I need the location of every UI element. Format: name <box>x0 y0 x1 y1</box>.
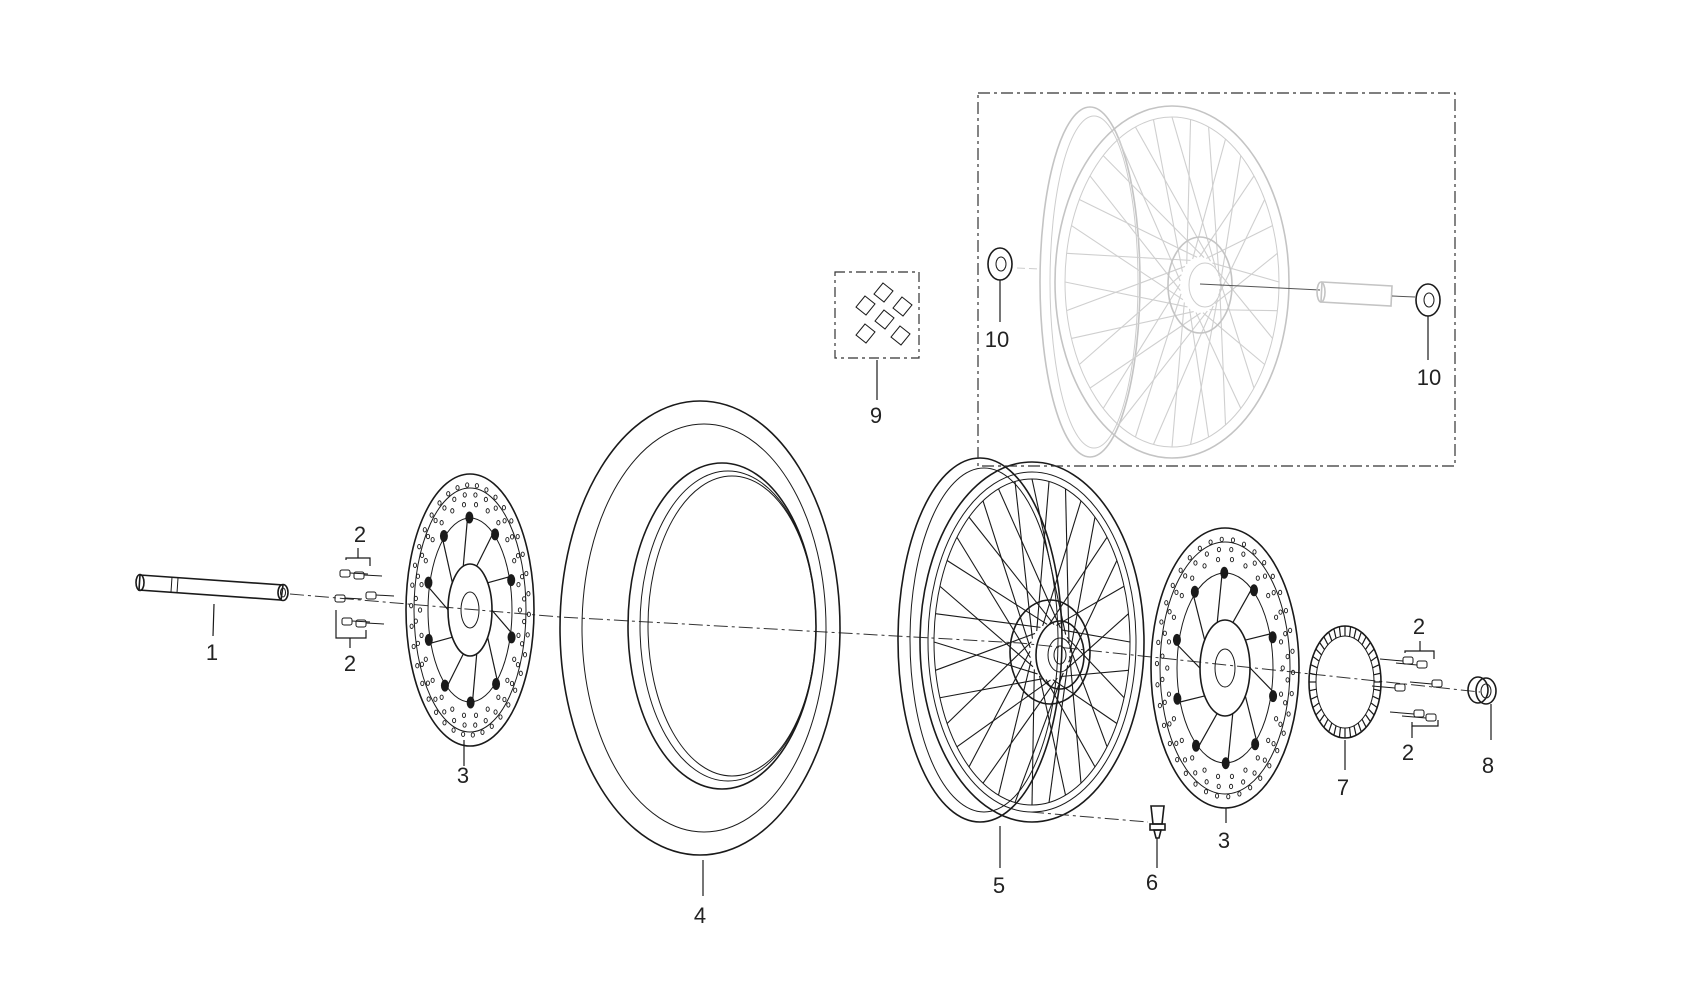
callout-1: 1 <box>206 640 218 665</box>
spoked-wheel-rim <box>897 457 1145 823</box>
callout-labels: 1 2 2 3 4 5 6 3 7 2 2 8 9 10 10 <box>206 327 1494 928</box>
callout-6: 6 <box>1146 870 1158 895</box>
axle-part <box>135 573 289 602</box>
axle-spacer <box>1467 676 1497 705</box>
callout-10-right: 10 <box>1417 365 1441 390</box>
callout-3-right: 3 <box>1218 828 1230 853</box>
callout-2-bottom-left: 2 <box>344 651 356 676</box>
brake-disc-bolts-left <box>334 569 395 628</box>
callout-2-bottom-right: 2 <box>1402 740 1414 765</box>
leader-lines <box>212 280 1492 896</box>
abs-tone-ring <box>1308 625 1382 739</box>
callout-10-left: 10 <box>985 327 1009 352</box>
callout-9: 9 <box>870 403 882 428</box>
balance-weight-kit <box>834 271 920 359</box>
assembly-center-line <box>289 593 1481 693</box>
wheel-assembly-inset <box>977 92 1456 467</box>
callout-4: 4 <box>694 903 706 928</box>
callout-5: 5 <box>993 873 1005 898</box>
callout-2-top-left: 2 <box>354 522 366 547</box>
callout-8: 8 <box>1482 753 1494 778</box>
tire-valve <box>1029 805 1166 839</box>
brake-disc-right <box>1150 527 1300 809</box>
callout-7: 7 <box>1337 775 1349 800</box>
brake-disc-bolts-right <box>1371 656 1443 722</box>
tire-part <box>559 400 841 856</box>
callout-3-left: 3 <box>457 763 469 788</box>
callout-2-top-right: 2 <box>1413 614 1425 639</box>
brake-disc-left <box>405 473 535 747</box>
